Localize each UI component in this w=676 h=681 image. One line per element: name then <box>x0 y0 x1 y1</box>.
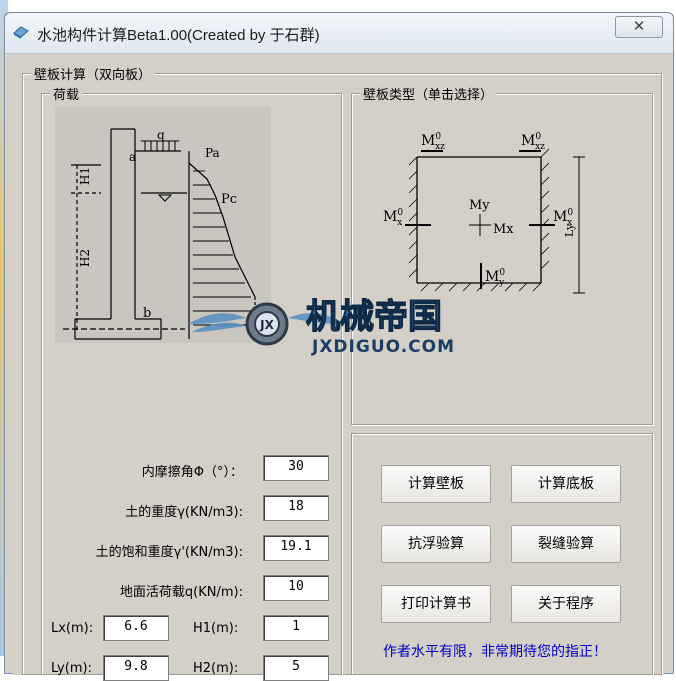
author-note: 作者水平有限，非常期待您的指正！ <box>383 644 607 660</box>
ly-label: Ly <box>563 223 576 237</box>
ly-input[interactable]: 9.8 <box>103 655 169 681</box>
window-title: 水池构件计算Beta1.00(Created by 于石群) <box>37 27 320 44</box>
h1-field-label: H1(m): <box>193 621 239 636</box>
live-load-input[interactable]: 10 <box>263 575 329 601</box>
mx-label: Mx <box>493 222 514 237</box>
live-load-label: 地面活荷载q(KN/m): <box>119 585 243 600</box>
h2-label: H2 <box>78 249 92 267</box>
close-button[interactable]: ✕ <box>615 16 663 38</box>
calc-bottom-button[interactable]: 计算底板 <box>511 465 621 503</box>
calc-wall-button[interactable]: 计算壁板 <box>381 465 491 503</box>
watermark-en: JXDIGUO.COM <box>311 337 455 357</box>
crack-check-button[interactable]: 裂缝验算 <box>511 525 621 563</box>
h2-input[interactable]: 5 <box>263 655 329 681</box>
watermark-logo: JX 机械帝国 JXDIGUO.COM <box>188 296 455 357</box>
watermark-badge: JX <box>259 318 274 332</box>
load-diagram: q a Pa Pc H1 H2 b <box>55 107 271 343</box>
panel-title: 壁板计算（双向板） <box>31 64 155 83</box>
soil-weight-input[interactable]: 18 <box>263 495 329 521</box>
load-group: 荷载 <box>41 84 342 675</box>
saturated-weight-label: 土的饱和重度γ'(KN/m3): <box>95 545 243 560</box>
wall-type-group: 壁板类型（单击选择） <box>351 84 653 425</box>
app-window: 水池构件计算Beta1.00(Created by 于石群) ✕ 壁板计算（双向… <box>4 12 674 681</box>
load-group-title: 荷载 <box>50 84 83 103</box>
b-label: b <box>143 306 151 321</box>
friction-angle-input[interactable]: 30 <box>263 455 329 481</box>
my-label: My <box>469 198 490 213</box>
app-icon <box>13 26 29 39</box>
saturated-weight-input[interactable]: 19.1 <box>263 535 329 561</box>
print-report-button[interactable]: 打印计算书 <box>381 585 491 623</box>
pc-label: Pc <box>221 192 237 207</box>
about-button[interactable]: 关于程序 <box>511 585 621 623</box>
h1-input[interactable]: 1 <box>263 615 329 641</box>
h1-label: H1 <box>78 167 92 185</box>
h2-field-label: H2(m): <box>193 661 239 676</box>
pa-label: Pa <box>205 146 220 160</box>
ly-field-label: Ly(m): <box>51 661 92 676</box>
friction-angle-label: 内摩擦角Φ（°）： <box>141 465 243 480</box>
anti-float-button[interactable]: 抗浮验算 <box>381 525 491 563</box>
q-label: q <box>157 128 165 142</box>
lx-input[interactable]: 6.6 <box>103 615 169 641</box>
watermark-cn: 机械帝国 <box>306 297 442 337</box>
a-label: a <box>129 150 136 164</box>
client-area: 壁板计算（双向板） 荷载 <box>11 55 665 681</box>
wall-type-group-title: 壁板类型（单击选择） <box>360 84 497 103</box>
lx-label: Lx(m): <box>51 621 94 636</box>
close-icon: ✕ <box>632 17 646 35</box>
soil-weight-label: 土的重度γ(KN/m3): <box>125 505 243 520</box>
load-diagram-drawing: q a Pa Pc H1 H2 b <box>63 128 256 340</box>
title-bar[interactable]: 水池构件计算Beta1.00(Created by 于石群) ✕ <box>5 13 673 54</box>
